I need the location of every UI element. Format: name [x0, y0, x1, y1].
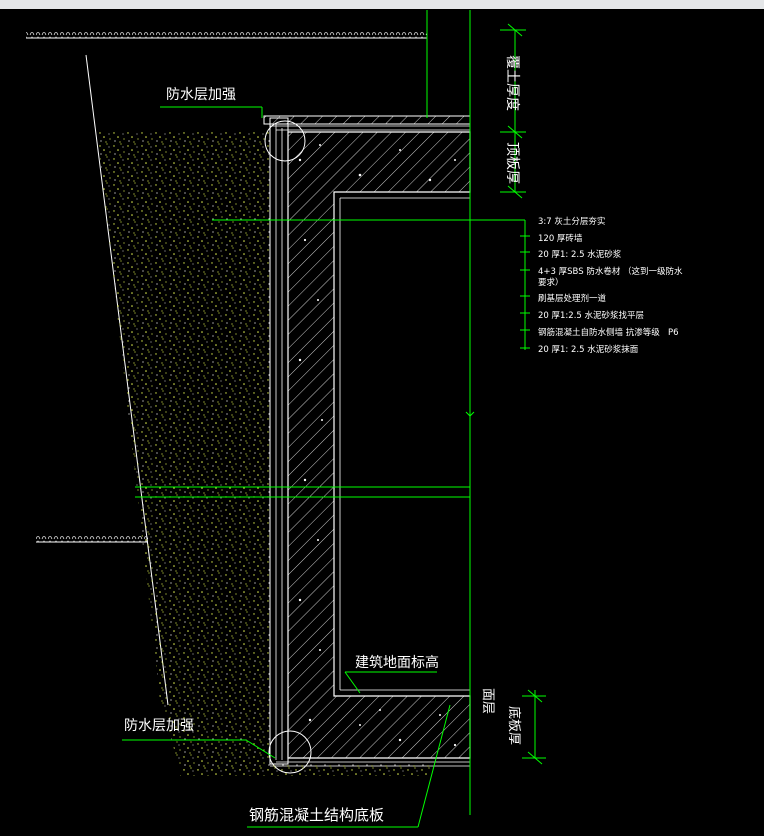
- toolbar-strip: [0, 0, 764, 9]
- label-floor-level: 建筑地面标高: [355, 654, 439, 671]
- base-soil: [180, 764, 430, 776]
- detail-circle-top: [264, 120, 306, 162]
- ground-surface-left: [36, 536, 148, 543]
- layer-item: 20 厚1: 2.5 水泥砂浆: [538, 249, 622, 260]
- layer-item: 要求）: [538, 277, 564, 288]
- label-roof-slab: 顶板厚: [504, 142, 520, 184]
- grade-p6: P6: [668, 328, 679, 338]
- concrete-aggregate: [298, 144, 457, 747]
- label-base-thick: 底板厚: [506, 706, 522, 745]
- layer-item: 120 厚砖墙: [538, 233, 583, 244]
- label-floor-layers: 面层: [480, 688, 495, 714]
- room-interior-outline: [334, 191, 470, 691]
- backfill-soil: [98, 132, 270, 770]
- layer-ticks: [520, 235, 530, 349]
- layer-item: 钢筋混凝土自防水侧墙 抗渗等级: [538, 327, 660, 338]
- layer-item: 20 厚1: 2.5 水泥砂浆抹面: [538, 344, 639, 355]
- label-waterproof-top: 防水层加强: [166, 87, 236, 103]
- layer-list: 3:7 灰土分层夯实 120 厚砖墙 20 厚1: 2.5 水泥砂浆 4+3 厚…: [538, 216, 683, 355]
- layer-item: 20 厚1:2.5 水泥砂浆找平层: [538, 310, 644, 321]
- layer-item: 刷基层处理剂一道: [538, 293, 607, 304]
- dimension-lines: [122, 10, 546, 828]
- ground-surface-top: [26, 32, 427, 39]
- label-base-slab: 钢筋混凝土结构底板: [249, 806, 384, 824]
- layer-item: 3:7 灰土分层夯实: [538, 216, 605, 227]
- label-cover-soil: 覆土厚度: [504, 55, 520, 111]
- label-waterproof-bottom: 防水层加强: [124, 718, 194, 734]
- layer-item: 4+3 厚SBS 防水卷材 （这到一级防水: [538, 266, 683, 277]
- break-marker: [465, 411, 475, 417]
